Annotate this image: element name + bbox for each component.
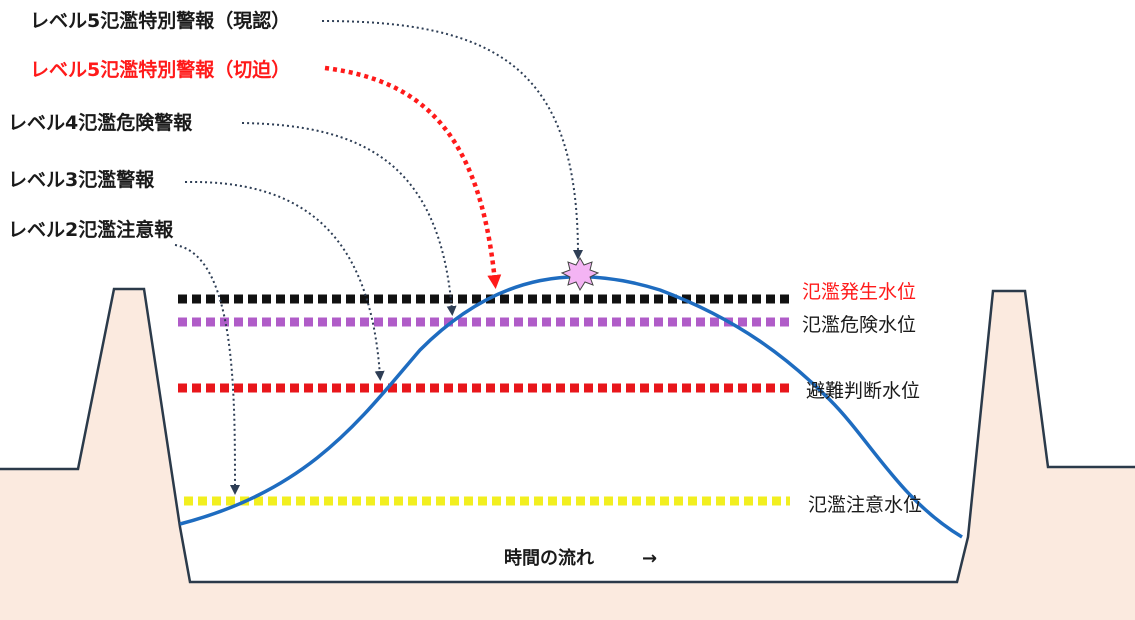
water-level-label-flood-danger: 氾濫危険水位 [802, 314, 916, 336]
water-level-label-flood-caution: 氾濫注意水位 [808, 494, 922, 516]
l2-arrow [174, 244, 240, 495]
alert-label-l5-imminent: レベル5氾濫特別警報（切迫） [30, 58, 290, 81]
water-level-curve [179, 274, 963, 539]
l4-arrow [241, 122, 457, 316]
alert-label-l2: レベル2氾濫注意報 [8, 218, 174, 241]
l5-imminent-arrow [324, 65, 502, 289]
levee-outline [0, 287, 1135, 584]
flood-peak-icon [560, 256, 600, 292]
alert-label-l5-confirmed: レベル5氾濫特別警報（現認） [30, 9, 290, 32]
time-axis-label: 時間の流れ [504, 547, 594, 569]
alert-label-l4: レベル4氾濫危険警報 [8, 111, 193, 134]
water-level-label-flood-occurrence: 氾濫発生水位 [802, 281, 916, 303]
time-axis-arrow-icon: → [642, 548, 657, 569]
l5-confirmed-arrow [321, 20, 583, 260]
alert-label-l3: レベル3氾濫警報 [8, 168, 155, 191]
levee-ground [0, 289, 1135, 620]
l3-arrow [184, 180, 385, 381]
water-level-label-evacuation-decision: 避難判断水位 [806, 380, 920, 402]
